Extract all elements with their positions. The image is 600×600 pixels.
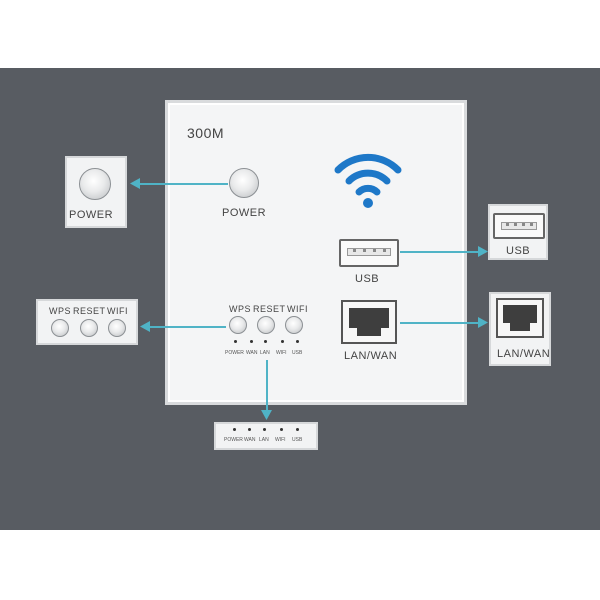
led-callout-wifi: [280, 428, 283, 431]
led-wifi: [281, 340, 284, 343]
power-arrow-icon: [130, 178, 140, 189]
power-callout-button: [79, 168, 111, 200]
reset-button[interactable]: [257, 316, 275, 334]
usb-leader-line: [400, 251, 480, 253]
led-arrow-icon: [261, 410, 272, 420]
led-usb: [296, 340, 299, 343]
led-callout: [214, 422, 318, 450]
led-label-usb: USB: [292, 350, 303, 356]
buttons-callout-wps-label: WPS: [49, 306, 72, 316]
led-callout-power: [233, 428, 236, 431]
usb-arrow-icon: [478, 246, 488, 257]
usb-port-icon: [339, 239, 399, 267]
buttons-arrow-icon: [140, 321, 150, 332]
led-power: [234, 340, 237, 343]
power-button[interactable]: [229, 168, 259, 198]
buttons-leader-line: [148, 326, 226, 328]
led-lan: [264, 340, 267, 343]
led-callout-label-power: POWER: [224, 437, 243, 443]
led-callout-usb: [296, 428, 299, 431]
power-label: POWER: [222, 207, 267, 219]
lanwan-callout-label: LAN/WAN: [497, 348, 551, 360]
wps-label: WPS: [229, 304, 252, 314]
led-callout-label-lan: LAN: [259, 437, 269, 443]
lanwan-arrow-icon: [478, 317, 488, 328]
led-callout-label-usb: USB: [292, 437, 303, 443]
lanwan-callout-port-icon: [496, 298, 544, 338]
led-callout-label-wifi: WIFI: [275, 437, 286, 443]
buttons-callout-wifi-label: WIFI: [107, 306, 128, 316]
led-label-wan: WAN: [246, 350, 258, 356]
reset-label: RESET: [253, 304, 286, 314]
power-callout-label: POWER: [69, 209, 114, 221]
buttons-callout-reset: [80, 319, 98, 337]
lanwan-label: LAN/WAN: [344, 350, 398, 362]
led-callout-lan: [263, 428, 266, 431]
model-label: 300M: [187, 125, 225, 141]
wps-button[interactable]: [229, 316, 247, 334]
led-callout-label-wan: WAN: [244, 437, 256, 443]
lanwan-leader-line: [400, 322, 480, 324]
buttons-callout-wps: [51, 319, 69, 337]
usb-callout-port-icon: [493, 213, 545, 239]
ethernet-port-icon: [341, 300, 397, 344]
wifi-label: WIFI: [287, 304, 308, 314]
led-label-lan: LAN: [260, 350, 270, 356]
power-leader-line: [138, 183, 228, 185]
wifi-button[interactable]: [285, 316, 303, 334]
led-wan: [250, 340, 253, 343]
led-callout-wan: [248, 428, 251, 431]
wifi-icon: [334, 153, 402, 208]
wall-router-panel: [165, 100, 467, 405]
buttons-callout-reset-label: RESET: [73, 306, 106, 316]
led-label-wifi: WIFI: [276, 350, 287, 356]
led-label-power: POWER: [225, 350, 244, 356]
usb-label: USB: [355, 273, 380, 285]
led-leader-line: [266, 360, 268, 412]
usb-callout-label: USB: [506, 245, 531, 257]
buttons-callout-wifi: [108, 319, 126, 337]
